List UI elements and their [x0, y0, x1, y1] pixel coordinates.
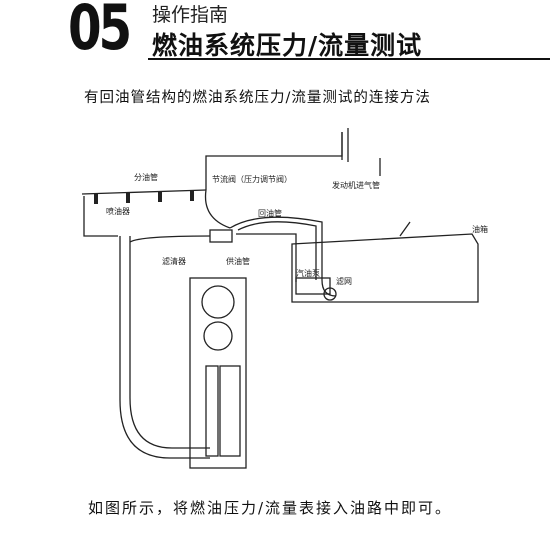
injector	[126, 193, 130, 203]
fuel-filter-symbol	[209, 229, 233, 243]
gauge-unit-body	[189, 277, 247, 469]
fuel-rail-line	[81, 189, 207, 195]
flow-gauge	[203, 321, 233, 351]
section-number: 05	[68, 0, 132, 64]
label-fuel-pump: 汽油泵	[296, 268, 320, 278]
fuel-rail-drop	[83, 196, 118, 237]
label-engine-intake: 发动机进气管	[332, 180, 380, 190]
flow-tube	[205, 365, 219, 457]
conclusion-text: 如图所示，将燃油压力/流量表接入油路中即可。	[88, 499, 453, 517]
section-title: 燃油系统压力/流量测试	[152, 31, 423, 60]
return-line-inner	[237, 221, 317, 280]
label-supply-line: 供油管	[226, 256, 250, 266]
injector	[158, 192, 162, 202]
section-title-underline	[148, 58, 550, 60]
label-fuel-rail: 分油管	[134, 172, 158, 182]
flow-scale	[219, 365, 241, 457]
fuel-tank-cap	[399, 221, 411, 237]
label-throttle-valve: 节流阀（压力调节阀）	[212, 174, 292, 184]
regulator-loop	[204, 189, 231, 229]
injector	[94, 194, 98, 204]
label-fuel-filter: 滤清器	[162, 256, 186, 266]
label-fuel-tank: 油箱	[472, 224, 488, 234]
supply-u-loop	[119, 236, 210, 459]
intro-text: 有回油管结构的燃油系统压力/流量测试的连接方法	[84, 90, 431, 106]
filter-feed-line	[129, 235, 211, 243]
injector	[190, 191, 194, 201]
label-strainer: 滤网	[336, 276, 352, 286]
supply-u-loop-inner	[129, 236, 210, 449]
fuel-pump-symbol	[295, 277, 331, 295]
pump-supply-line	[236, 233, 297, 282]
section-label: 操作指南	[152, 4, 229, 26]
label-return-line: 回油管	[258, 208, 282, 218]
fuel-system-diagram: 分油管 喷油器 节流阀（压力调节阀） 发动机进气管 回油管 油箱 滤清器 供油管…	[81, 128, 488, 469]
pressure-gauge	[201, 285, 235, 319]
strainer-symbol	[323, 287, 337, 301]
section-header: 05 操作指南 燃油系统压力/流量测试	[0, 0, 560, 64]
fuel-tank-body	[291, 233, 479, 303]
label-injector: 喷油器	[106, 206, 130, 216]
